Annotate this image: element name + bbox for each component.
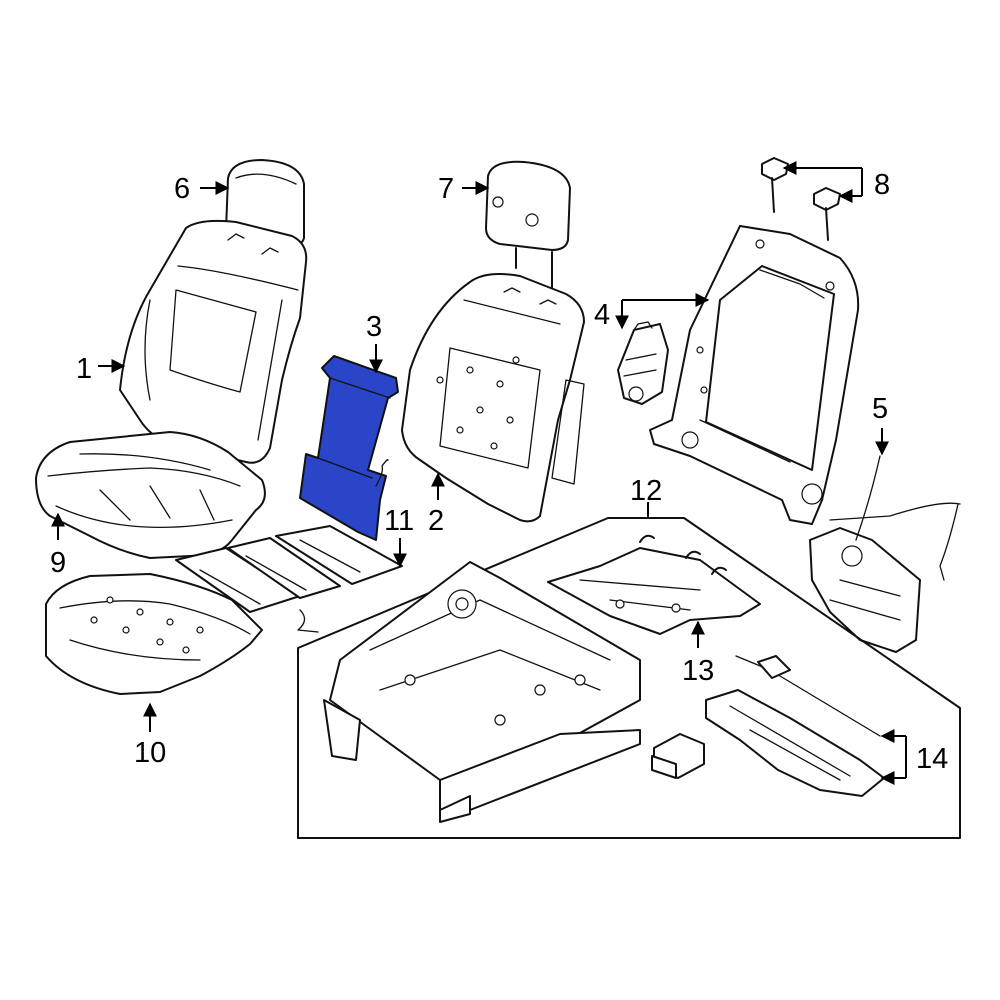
callout-3: 3: [366, 311, 382, 343]
parts-group-outline-12: [297, 517, 961, 839]
seat-track-assembly: [323, 561, 641, 823]
seat-cushion-cover-part-9: [35, 431, 266, 559]
seat-back-foam-part-2: [401, 273, 585, 523]
cable-component: [735, 655, 881, 737]
seat-back-heater-part-3: [299, 355, 399, 541]
callout-5: 5: [872, 393, 888, 425]
callout-7: 7: [438, 173, 454, 205]
cushion-frame-part-13: [547, 534, 761, 635]
callout-10: 10: [134, 737, 166, 769]
bolts-part-8: [761, 157, 841, 241]
seat-back-frame: [649, 225, 860, 525]
seat-back-cover-part-1: [119, 219, 308, 464]
callout-14: 14: [916, 743, 948, 775]
seat-cushion-pad-part-10: [45, 573, 263, 695]
heater-mats-part-11: [175, 525, 403, 633]
highlighted-part: [299, 355, 399, 541]
switch-component: [651, 733, 705, 779]
callout-12: 12: [630, 475, 662, 507]
callout-13: 13: [682, 655, 714, 687]
callout-2: 2: [428, 505, 444, 537]
side-trim-part-14: [705, 689, 885, 797]
recliner-mechanism-part-5: [809, 455, 961, 653]
headrest-part-7: [485, 160, 571, 291]
callout-arrows: [51, 161, 907, 785]
callout-1: 1: [76, 353, 92, 385]
callout-8: 8: [874, 169, 890, 201]
callout-11: 11: [384, 505, 414, 537]
motor-part-4: [617, 321, 669, 405]
callout-6: 6: [174, 173, 190, 205]
callout-9: 9: [50, 547, 66, 579]
callout-4: 4: [594, 299, 610, 331]
